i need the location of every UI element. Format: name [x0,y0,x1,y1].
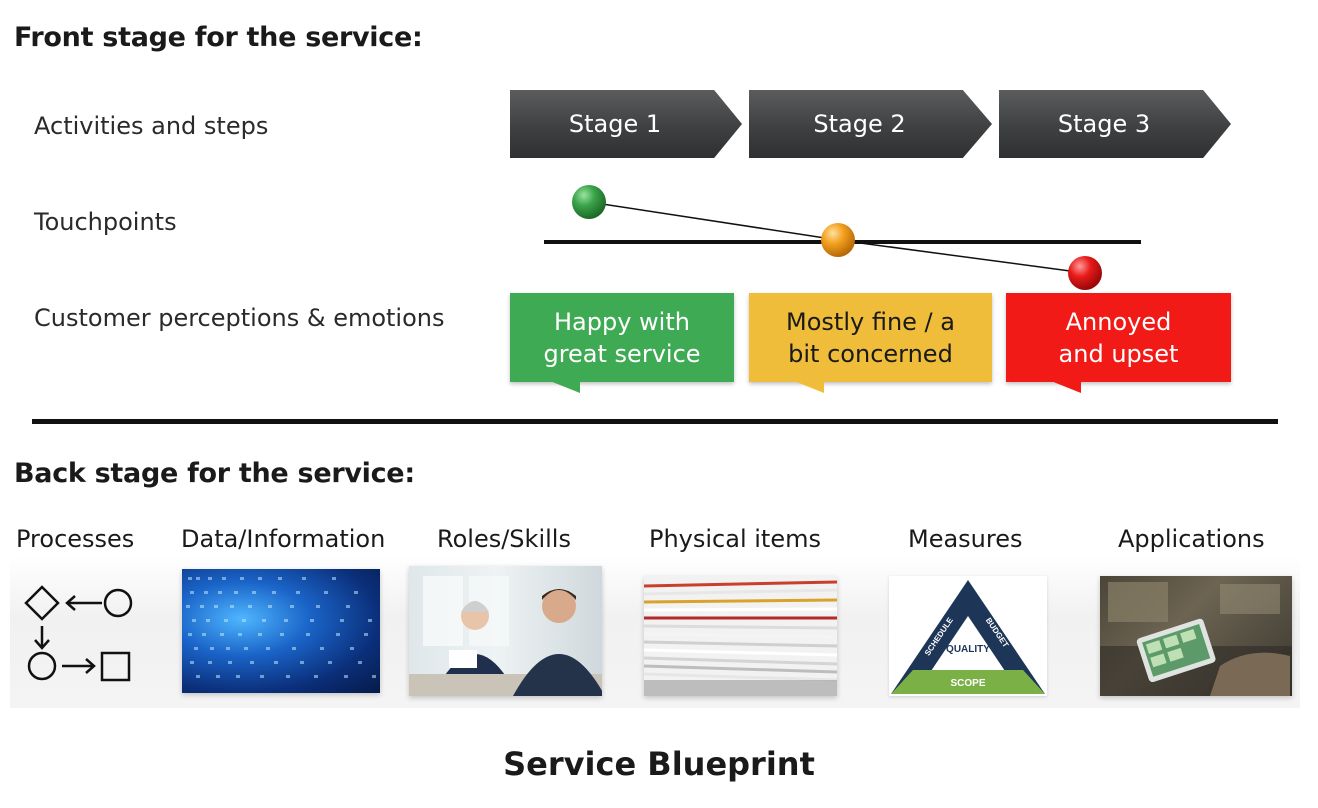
emotion-text-concerned: Mostly fine / a bit concerned [786,307,955,368]
emotion-box-happy: Happy with great service [510,293,734,393]
back-label-measures: Measures [908,525,1023,553]
emotion-box-tail [550,381,580,393]
emotion-text-happy: Happy with great service [543,307,701,368]
back-label-roles: Roles/Skills [437,525,571,553]
stage-3-chevron: Stage 3 [999,90,1231,158]
stage-1-chevron: Stage 1 [510,90,742,158]
back-label-data: Data/Information [181,525,386,553]
stage-3-label: Stage 3 [1057,110,1151,138]
row-label-activities: Activities and steps [34,112,269,140]
roles-meeting-image [409,566,602,696]
applications-tablet-image [1100,576,1292,696]
physical-items-image [644,576,837,696]
stage-2-chevron: Stage 2 [749,90,992,158]
emotion-box-tail [794,381,824,393]
stage-2-label: Stage 2 [813,110,906,138]
back-label-processes: Processes [16,525,135,553]
emotion-box-annoyed: Annoyed and upset [1006,293,1231,393]
measures-triangle-image: SCHEDULE BUDGET QUALITY SCOPE [889,576,1047,696]
back-label-physical: Physical items [649,525,821,553]
back-label-applications: Applications [1118,525,1265,553]
emotion-box-concerned: Mostly fine / a bit concerned [749,293,992,393]
row-label-emotions: Customer perceptions & emotions [34,304,445,332]
data-matrix-image [182,569,380,693]
touchpoint-dot-orange [821,223,855,257]
triangle-label-center: QUALITY [946,644,990,655]
row-label-touchpoints: Touchpoints [34,208,177,236]
touchpoint-dot-green [572,185,606,219]
front-back-divider [32,419,1278,424]
touchpoints-graphic [544,185,1141,290]
touchpoint-dot-red [1068,256,1102,290]
emotion-text-annoyed: Annoyed and upset [1058,307,1179,368]
back-stage-heading: Back stage for the service: [14,458,415,489]
emotion-box-tail [1051,381,1081,393]
triangle-label-bottom: SCOPE [950,678,985,689]
front-stage-heading: Front stage for the service: [14,22,423,53]
process-flow-icon [24,585,133,682]
stage-1-label: Stage 1 [568,110,662,138]
diagram-caption: Service Blueprint [503,745,815,783]
